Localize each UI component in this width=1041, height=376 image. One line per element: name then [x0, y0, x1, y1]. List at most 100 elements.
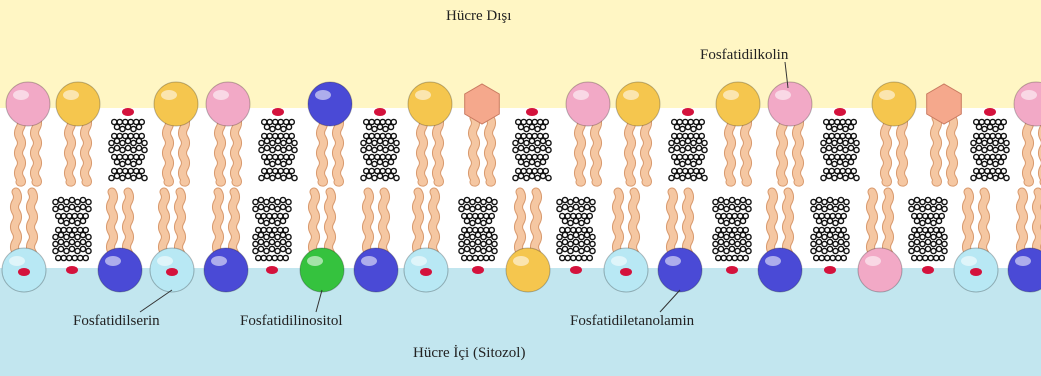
- cholesterol-ring-atom: [732, 227, 737, 232]
- cholesterol-ring-atom: [841, 227, 846, 232]
- cholesterol-ring-atom: [280, 218, 285, 223]
- lipid-tail: [771, 192, 774, 258]
- cholesterol-ring-atom: [123, 168, 128, 173]
- cholesterol-ring-atom: [683, 119, 688, 124]
- cholesterol-ring-atom: [928, 227, 933, 232]
- cholesterol-ring-atom: [269, 204, 274, 209]
- cholesterol-ring-atom: [832, 175, 837, 180]
- cholesterol-ring-atom: [674, 138, 679, 143]
- cholesterol-ring-atom: [473, 213, 478, 218]
- cholesterol-ring-atom: [718, 232, 723, 237]
- cholesterol-ring-atom: [518, 145, 523, 150]
- sphingomyelin-head: [872, 82, 916, 126]
- cholesterol-ring-atom: [998, 159, 1003, 164]
- cholesterol-ring-atom: [985, 154, 990, 159]
- lipid-tail: [885, 118, 888, 182]
- cholesterol-ring-atom: [841, 255, 846, 260]
- cholesterol-ring-atom: [985, 168, 990, 173]
- cholesterol-ring-atom: [475, 246, 480, 251]
- cholesterol-ring-atom: [518, 159, 523, 164]
- cholesterol-ring-atom: [253, 234, 258, 239]
- lipid-tail: [367, 192, 370, 258]
- cholesterol-hydroxyl: [266, 266, 278, 274]
- cholesterol-ring-atom: [69, 218, 74, 223]
- lipid-tail: [901, 118, 904, 182]
- cholesterol-ring-atom: [272, 213, 277, 218]
- cholesterol-ring-atom: [576, 213, 581, 218]
- cholesterol-ring-atom: [69, 232, 74, 237]
- cholesterol-ring-atom: [688, 133, 693, 138]
- cholesterol-ring-atom: [584, 197, 589, 202]
- cholesterol-ring-atom: [492, 234, 497, 239]
- lipid-tail: [15, 192, 18, 258]
- cholesterol-ring-atom: [481, 248, 486, 253]
- cholesterol-ring-atom: [253, 206, 258, 211]
- cholesterol-ring-atom: [270, 175, 275, 180]
- cholesterol-ring-atom: [674, 145, 679, 150]
- cholesterol-ring-atom: [114, 159, 119, 164]
- cholesterol-ring-atom: [560, 227, 565, 232]
- cholesterol-ring-atom: [931, 220, 936, 225]
- cholesterol-ring-atom: [53, 241, 58, 246]
- cholesterol-ring-atom: [727, 227, 732, 232]
- cholesterol-ring-atom: [388, 138, 393, 143]
- cholesterol-ring-atom: [478, 213, 483, 218]
- cholesterol-ring-atom: [131, 140, 136, 145]
- lipid-tail: [787, 192, 790, 258]
- cholesterol-ring-atom: [579, 220, 584, 225]
- cholesterol-ring-atom: [527, 168, 532, 173]
- cholesterol-ring-atom: [58, 239, 63, 244]
- cholesterol-ring-atom: [835, 133, 840, 138]
- cholesterol-ring-atom: [814, 255, 819, 260]
- cholesterol-ring-atom: [822, 248, 827, 253]
- cholesterol-ring-atom: [579, 206, 584, 211]
- lipid-tail: [183, 118, 186, 182]
- cholesterol-ring-atom: [286, 138, 291, 143]
- cholesterol-ring-atom: [846, 133, 851, 138]
- cholesterol-ring-atom: [53, 234, 58, 239]
- cholesterol-ring-atom: [814, 213, 819, 218]
- cholesterol-ring-atom: [462, 255, 467, 260]
- cholesterol-ring-atom: [829, 168, 834, 173]
- cholesterol-ring-atom: [996, 133, 1001, 138]
- cholesterol-ring-atom: [286, 199, 291, 204]
- cholesterol-ring-atom: [535, 147, 540, 152]
- cholesterol-ring-atom: [75, 248, 80, 253]
- cholesterol-ring-atom: [942, 199, 947, 204]
- cholesterol-ring-atom: [727, 213, 732, 218]
- cholesterol-ring-atom: [683, 168, 688, 173]
- lipid-tail: [233, 192, 236, 258]
- cholesterol-ring-atom: [576, 255, 581, 260]
- cholesterol-ring-atom: [928, 213, 933, 218]
- cholesterol-ring-atom: [470, 248, 475, 253]
- cholesterol-ring-atom: [562, 204, 567, 209]
- cholesterol-ring-atom: [258, 246, 263, 251]
- cholesterol-ring-atom: [475, 204, 480, 209]
- cholesterol-ring-atom: [674, 173, 679, 178]
- cholesterol-ring-atom: [822, 206, 827, 211]
- cholesterol-ring-atom: [716, 213, 721, 218]
- cholesterol-ring-atom: [942, 241, 947, 246]
- cholesterol-ring-atom: [724, 234, 729, 239]
- cholesterol-ring-atom: [825, 255, 830, 260]
- cholesterol-ring-atom: [258, 239, 263, 244]
- cholesterol-ring-atom: [58, 232, 63, 237]
- cholesterol-ring-atom: [109, 140, 114, 145]
- cholesterol-ring-atom: [546, 140, 551, 145]
- cholesterol-ring-atom: [851, 168, 856, 173]
- cholesterol-ring-atom: [114, 138, 119, 143]
- cholesterol-ring-atom: [982, 140, 987, 145]
- phosphatidylinositol-head: [300, 248, 344, 292]
- cholesterol-ring-atom: [735, 199, 740, 204]
- cholesterol-ring-atom: [931, 241, 936, 246]
- cholesterol-hydroxyl: [726, 266, 738, 274]
- cholesterol-ring-atom: [832, 147, 837, 152]
- cholesterol-ring-atom: [369, 154, 374, 159]
- cholesterol-ring-atom: [527, 119, 532, 124]
- cholesterol-ring-atom: [688, 168, 693, 173]
- head-highlight: [623, 90, 639, 100]
- cholesterol-ring-atom: [117, 154, 122, 159]
- cholesterol-ring-atom: [134, 133, 139, 138]
- cholesterol-ring-atom: [80, 197, 85, 202]
- cholesterol-ring-atom: [546, 175, 551, 180]
